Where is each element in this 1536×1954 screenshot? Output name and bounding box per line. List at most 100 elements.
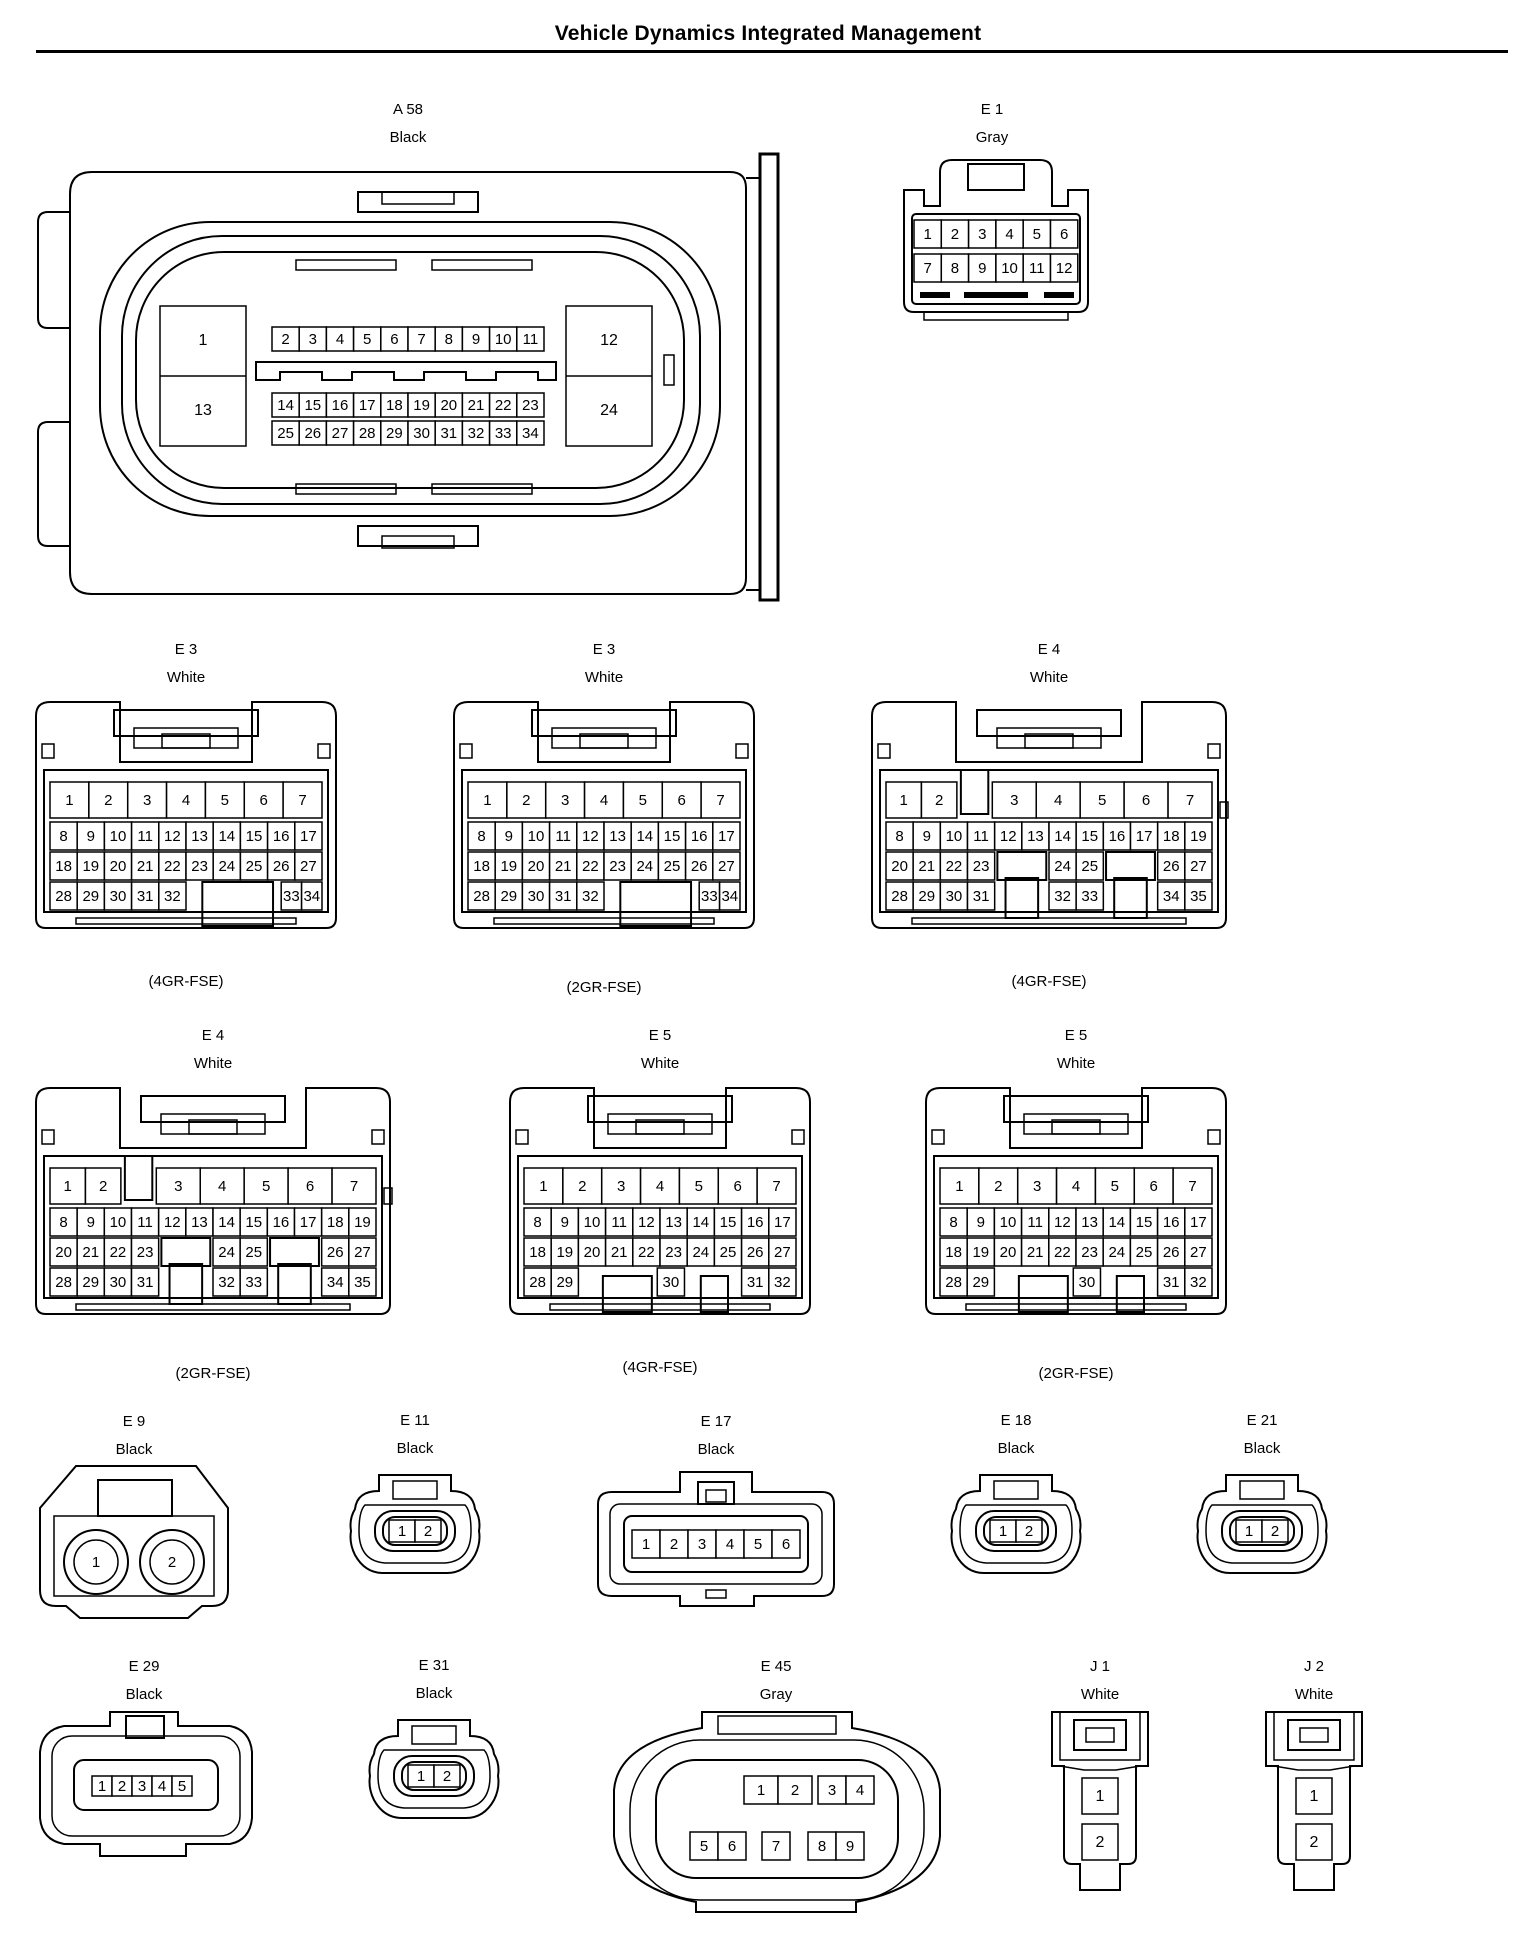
- outline: [1196, 1474, 1328, 1574]
- outline: [515, 1129, 529, 1145]
- pin-cell: [657, 851, 687, 881]
- pin-cell: [967, 253, 997, 283]
- pin-number: 3: [561, 792, 569, 809]
- pin-cell: [756, 1167, 797, 1205]
- pin-number: 2: [670, 1536, 678, 1553]
- pin-number: 30: [413, 425, 430, 442]
- engine-variant-note: (4GR-FSE): [149, 973, 224, 990]
- pin-number: 19: [413, 397, 430, 414]
- pin-number: 19: [354, 1214, 371, 1231]
- pin-number: 20: [584, 1244, 601, 1261]
- connector-id: E 1: [981, 101, 1004, 118]
- pin-number: 23: [609, 858, 626, 875]
- latch: [531, 709, 677, 737]
- pin-cell: [212, 851, 242, 881]
- pin-cell: [1184, 1267, 1213, 1297]
- pin-cell: [712, 821, 741, 851]
- housing-face: [461, 769, 747, 913]
- pin-cell: [659, 1529, 689, 1559]
- pin-cell: [603, 851, 632, 881]
- pin-cell: [171, 1775, 193, 1797]
- pin-number: 23: [665, 1244, 682, 1261]
- pin-number: 1: [398, 1523, 406, 1540]
- pin-number: 7: [772, 1838, 780, 1855]
- pin-cell: [845, 1775, 875, 1805]
- pin-number: 1: [923, 226, 931, 243]
- pin-cell: [1184, 821, 1213, 851]
- pin-number: 14: [218, 1214, 235, 1231]
- pin-number: 9: [561, 1214, 569, 1231]
- connector-id: E 4: [202, 1027, 225, 1044]
- pin-cell: [516, 420, 545, 446]
- pin-number: 15: [1136, 1214, 1153, 1231]
- pin-number: 26: [747, 1244, 764, 1261]
- pin-number: 6: [260, 792, 268, 809]
- pin-cell: [771, 1529, 801, 1559]
- pin-number: 7: [350, 1178, 358, 1195]
- pin-cell: [271, 392, 300, 418]
- pin-number: 27: [300, 858, 317, 875]
- pin-number: 2: [994, 1178, 1002, 1195]
- pin-number: 1: [65, 792, 73, 809]
- pin-cell: [1048, 881, 1077, 911]
- pin-cell: [1184, 1237, 1213, 1267]
- pin-cell: [523, 1237, 552, 1267]
- pin-number: 16: [332, 397, 349, 414]
- pin-cell: [271, 326, 300, 352]
- pin-cell: [49, 1207, 78, 1237]
- pin-number: 3: [143, 792, 151, 809]
- connector-id: E 11: [400, 1412, 430, 1429]
- pin-cell: [712, 851, 741, 881]
- outline: [1299, 1727, 1329, 1743]
- latch: [1287, 1719, 1341, 1751]
- pin-number: 18: [327, 1214, 344, 1231]
- pin-cell: [271, 420, 300, 446]
- pin-cell: [1075, 1207, 1104, 1237]
- pin-window: [401, 1761, 467, 1791]
- pin-number: 31: [137, 1274, 154, 1291]
- pin-cell: [380, 420, 409, 446]
- pin-number: 3: [1010, 792, 1018, 809]
- pin-cell: [516, 392, 545, 418]
- pin-number: 2: [935, 792, 943, 809]
- outline: [746, 177, 761, 591]
- pin-cell: [103, 851, 133, 881]
- pin-number: 20: [110, 858, 127, 875]
- latch-top: [357, 191, 479, 213]
- connector-color: White: [641, 1055, 679, 1072]
- pin-number: 29: [556, 1274, 573, 1291]
- pin-number: 7: [298, 792, 306, 809]
- outline: [1044, 292, 1074, 298]
- outline: [1205, 1504, 1319, 1564]
- pin-number: 1: [483, 792, 491, 809]
- pin-number: 2: [99, 1178, 107, 1195]
- pin-cell: [939, 1207, 968, 1237]
- engine-variant-note: (4GR-FSE): [623, 1359, 698, 1376]
- outline: [931, 1129, 945, 1145]
- pin-number: 10: [1001, 260, 1018, 277]
- outer-seal: [99, 221, 721, 517]
- pin-cell: [243, 781, 284, 819]
- pin-number: 33: [495, 425, 512, 442]
- outline: [161, 733, 211, 749]
- inner-housing: [1221, 1510, 1303, 1552]
- pin-number: 6: [728, 1838, 736, 1855]
- pin-cell: [130, 1207, 160, 1237]
- base-rail: [75, 917, 297, 925]
- pin-cell: [300, 881, 323, 911]
- outline: [920, 292, 950, 298]
- pin-cell: [523, 1167, 564, 1205]
- pin-cell: [1156, 1237, 1186, 1267]
- pin-number: 22: [638, 1244, 655, 1261]
- pin-number: 10: [528, 828, 545, 845]
- pin-cell: [434, 326, 464, 352]
- connector-color: Black: [126, 1686, 163, 1703]
- pin-number: 3: [174, 1178, 182, 1195]
- pin-number: 32: [1190, 1274, 1207, 1291]
- pin-cell: [266, 1207, 296, 1237]
- pin-number: 6: [678, 792, 686, 809]
- outline: [735, 743, 749, 759]
- pin-cell: [1075, 1237, 1104, 1267]
- outline: [613, 1711, 941, 1913]
